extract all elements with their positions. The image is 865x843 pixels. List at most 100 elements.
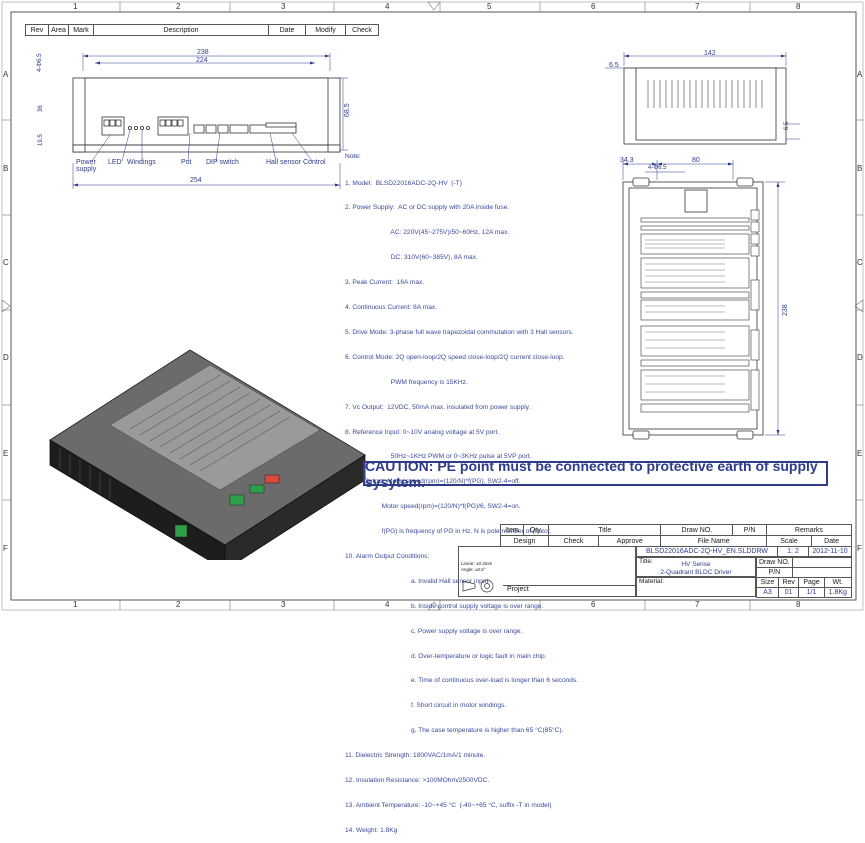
tb-rev: 01 bbox=[777, 587, 800, 598]
dim-top-height: 238 bbox=[782, 304, 789, 316]
note-line: 3. Peak Current: 16A max. bbox=[345, 279, 425, 287]
tb-material-cell: Material: bbox=[636, 577, 756, 597]
tb-qty: Qty. bbox=[523, 524, 549, 536]
note-line: d. Over-temperature or logic fault in ma… bbox=[345, 652, 547, 660]
isometric-product-view bbox=[49, 349, 366, 560]
dim-side-width: 142 bbox=[704, 50, 716, 57]
tb-remarks: Remarks bbox=[765, 524, 853, 536]
label-pot: Pot bbox=[181, 159, 192, 166]
tb-project: Project bbox=[503, 585, 635, 597]
tb-item: Item bbox=[500, 524, 524, 536]
tb-draw-no-label: Draw NO. bbox=[756, 557, 793, 568]
tb-size-label: Size bbox=[756, 577, 779, 588]
note-line: 7. Vc Output: 12VDC, 50mA max. insulated… bbox=[345, 403, 531, 411]
zone-row-e-right: E bbox=[857, 449, 863, 458]
rev-header: Rev bbox=[25, 24, 49, 36]
tb-check: Check bbox=[548, 535, 599, 547]
tb-title-label: Title: bbox=[639, 558, 653, 565]
caution-banner: CAUTION: PE point must be connected to p… bbox=[363, 458, 828, 490]
tb-title-cell: Title: HV Serise 2-Quadrant BLDC Driver bbox=[636, 557, 756, 577]
zone-col-5: 5 bbox=[487, 2, 492, 11]
zone-col-3: 3 bbox=[281, 2, 286, 11]
zone-row-d: D bbox=[3, 353, 9, 362]
tb-left-area: Linear: ±0.3mm Angle: ±0.5° Project bbox=[458, 546, 636, 597]
note-line: g. The case temperature is higher than 6… bbox=[345, 727, 564, 735]
tb-approve: Approve bbox=[597, 535, 662, 547]
tb-file-name-label: File Name bbox=[660, 535, 767, 547]
zone-row-c-right: C bbox=[857, 258, 863, 267]
tb-page: 1/1 bbox=[798, 587, 825, 598]
title-block-mid: BLSD22016ADC-2Q-HV_EN.SLDDRW 1: 2 2012-1… bbox=[636, 546, 852, 557]
note-line: AC: 220V(45~275V)/50~60Hz, 12A max. bbox=[345, 229, 510, 237]
tb-tol-angle: Angle: ±0.5° bbox=[461, 567, 486, 572]
tb-scale: 1: 2 bbox=[777, 546, 809, 557]
note-line: e. Time of continuous over-load is longe… bbox=[345, 677, 579, 685]
label-power: Power bbox=[76, 159, 96, 166]
tb-file-name: BLSD22016ADC-2Q-HV_EN.SLDDRW bbox=[636, 546, 778, 557]
tb-design: Design bbox=[500, 535, 549, 547]
zone-row-e: E bbox=[3, 449, 9, 458]
title-block-top: Item Qty. Title Draw NO. P/N Remarks Des… bbox=[500, 524, 853, 547]
note-line: Motor speed(rpm)=(120/N)*f(PG)/6, SW2-4=… bbox=[345, 503, 521, 511]
date-header: Date bbox=[268, 24, 306, 36]
dim-side-top: 6.5 bbox=[609, 62, 619, 69]
tb-date: 2012-11-10 bbox=[808, 546, 852, 557]
note-line: 2. Power Supply: AC or DC supply with 20… bbox=[345, 204, 510, 212]
zone-col-2-bottom: 2 bbox=[176, 600, 181, 609]
tb-material-label: Material: bbox=[639, 578, 664, 585]
zone-col-3-bottom: 3 bbox=[281, 600, 286, 609]
tb-size-block: Size Rev Page Wt. A3 01 1/1 1.8Kg bbox=[756, 577, 853, 598]
label-hall-sensor: Hall sensor bbox=[266, 159, 302, 166]
zone-row-a-right: A bbox=[857, 70, 863, 79]
mark-header: Mark bbox=[68, 24, 94, 36]
note-line: b. Inside control supply voltage is over… bbox=[345, 602, 544, 610]
note-line: 6. Control Mode: 2Q open-loop/2Q speed c… bbox=[345, 353, 565, 361]
note-line: PWM frequency is 15KHz. bbox=[345, 378, 468, 386]
zone-col-7-bottom: 7 bbox=[695, 600, 700, 609]
dim-side-right: 6.5 bbox=[784, 121, 790, 130]
dim-left-36: 36 bbox=[38, 105, 44, 112]
zone-col-6: 6 bbox=[591, 2, 596, 11]
label-control: Control bbox=[303, 159, 326, 166]
top-view bbox=[622, 160, 785, 440]
tb-pn: P/N bbox=[732, 524, 767, 536]
tb-draw-no: Draw NO. bbox=[660, 524, 734, 536]
label-supply: supply bbox=[76, 166, 97, 173]
zone-row-c: C bbox=[3, 258, 9, 267]
note-line: 50Hz~1KHz PWM or 0~3KHz pulse at 5VP por… bbox=[345, 453, 532, 461]
label-dip-switch: DIP switch bbox=[206, 159, 239, 166]
dim-height-front: 68.5 bbox=[344, 103, 351, 117]
dim-top-width: 80 bbox=[692, 157, 700, 164]
tb-page-label: Page bbox=[798, 577, 825, 588]
note-line: f. Short circuit in motor windings. bbox=[345, 702, 507, 710]
side-view bbox=[605, 52, 800, 145]
note-line: 1. Model: BLSD22016ADC-2Q-HV (-T) bbox=[345, 179, 462, 187]
dim-top-hole: 4-Φ6.5 bbox=[648, 165, 667, 171]
zone-col-8-bottom: 8 bbox=[796, 600, 801, 609]
front-view bbox=[72, 53, 348, 189]
notes-list: 1. Model: BLSD22016ADC-2Q-HV (-T) 2. Pow… bbox=[345, 163, 630, 843]
description-header: Description bbox=[93, 24, 269, 36]
note-line: 13. Ambient Temperature: -10~+45 °C (-40… bbox=[345, 801, 552, 809]
zone-row-f-right: F bbox=[857, 544, 862, 553]
zone-row-b-right: B bbox=[857, 164, 863, 173]
zone-col-8: 8 bbox=[796, 2, 801, 11]
tb-wt: 1.8Kg bbox=[823, 587, 853, 598]
zone-col-7: 7 bbox=[695, 2, 700, 11]
tb-tol-linear: Linear: ±0.3mm bbox=[461, 561, 493, 566]
zone-row-b: B bbox=[3, 164, 9, 173]
dim-left-19-5: 19.5 bbox=[38, 134, 44, 146]
modify-header: Modify bbox=[305, 24, 346, 36]
tb-draw-pn: Draw NO. P/N bbox=[756, 557, 853, 578]
tb-rev-label: Rev bbox=[777, 577, 800, 588]
note-line: 12. Insulation Resistance: >100MOhm/2500… bbox=[345, 776, 490, 784]
tb-pn-label: P/N bbox=[756, 567, 793, 578]
label-windings: Windings bbox=[127, 159, 156, 166]
tb-date-label: Date bbox=[811, 535, 852, 547]
note-line: c. Power supply voltage is over range. bbox=[345, 627, 523, 635]
zone-col-6-bottom: 6 bbox=[591, 600, 596, 609]
dim-base-width: 254 bbox=[190, 177, 202, 184]
note-line: 5. Drive Mode: 3-phase full wave trapezo… bbox=[345, 328, 574, 336]
note-line: 11. Dielectric Strength: 1800VAC/1mA/1 m… bbox=[345, 752, 486, 760]
note-line: 10. Alarm Output Conditions: bbox=[345, 552, 430, 560]
